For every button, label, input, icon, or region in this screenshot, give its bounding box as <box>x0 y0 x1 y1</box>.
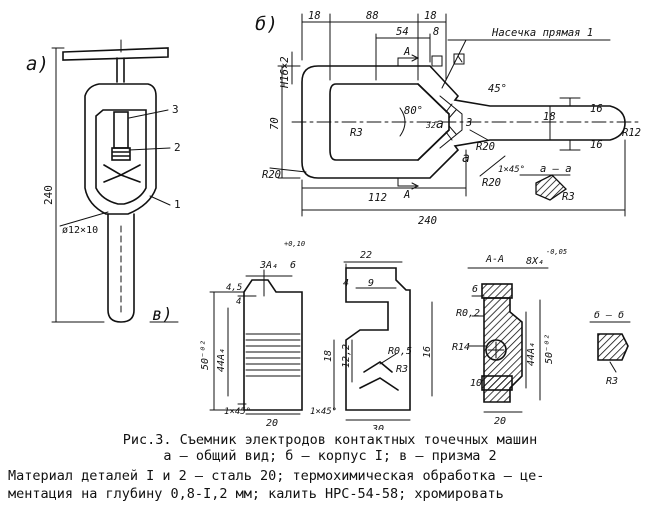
dim-r12: R12 <box>622 127 641 139</box>
dim-44-left: 44А₄ <box>216 348 227 372</box>
section-A-A-label: А-А <box>485 254 504 265</box>
dim-18-mid: 18 <box>323 350 334 362</box>
dim-r20-mid: R20 <box>476 141 495 153</box>
dim-4-5: 4,5 <box>226 283 242 293</box>
chamfer-mid: 1×45° <box>310 407 337 417</box>
dim-16-top: 16 <box>590 103 603 115</box>
dim-16-mid: 16 <box>422 346 433 358</box>
dim-16-bot: 16 <box>590 139 603 151</box>
section-b-b-label: б – б <box>594 309 624 321</box>
dim-r0-2: R0,2 <box>456 308 480 319</box>
dim-8: 8 <box>433 26 439 38</box>
dim-4-mid: 4 <box>343 278 349 289</box>
callout-2: 2 <box>174 141 181 154</box>
dim-12-2: 12,2 <box>341 344 352 368</box>
note-notch: Насечка прямая 1 <box>491 27 593 39</box>
dim-3a4: 3A₄ <box>259 260 278 271</box>
notes-line-1: Материал деталей I и 2 – сталь 20; термо… <box>8 468 545 484</box>
dim-50-left: 50⁻⁰² <box>200 340 211 370</box>
mark-A-bot: A <box>403 189 410 201</box>
figure-caption: Рис.3. Съемник электродов контактных точ… <box>0 432 660 464</box>
dim-22: 22 <box>360 250 372 261</box>
dim-18-left: 18 <box>308 10 321 22</box>
dim-8x4-tolerance: -0,05 <box>546 248 567 256</box>
section-a-a-radius: R3 <box>562 191 575 203</box>
dim-18-right: 18 <box>424 10 437 22</box>
chamfer-note: 1×45° <box>498 165 525 175</box>
view-b-annotations: 18 88 18 54 8 Н16×2 70 112 240 R3 R20 R2… <box>262 10 641 227</box>
dim-240-vertical: 240 <box>42 185 55 205</box>
view-a-general-view <box>51 39 179 323</box>
dim-9: 9 <box>368 278 374 289</box>
dim-44-section: 44А₄ <box>526 342 537 366</box>
dim-70: 70 <box>269 117 281 130</box>
dim-r3: R3 <box>350 127 363 139</box>
dim-18-right-end: 18 <box>543 111 556 123</box>
view-v-annotations: 3A₄ +0,10 6 4,5 4 50⁻⁰² 44А₄ 20 1×45° 1×… <box>200 240 624 430</box>
dim-r20-bot: R20 <box>482 177 501 189</box>
dim-54: 54 <box>396 26 409 38</box>
dim-30: 30 <box>371 424 384 430</box>
dim-3a4-tolerance: +0,10 <box>284 240 305 248</box>
dim-240: 240 <box>418 215 437 227</box>
mark-a-2: a <box>462 151 470 166</box>
dim-112: 112 <box>368 192 387 204</box>
material-notes: Материал деталей I и 2 – сталь 20; термо… <box>8 467 656 503</box>
view-b-body-drawing <box>269 13 641 217</box>
technical-drawing: а) б) в) 3 2 1 240 ø12×10 18 88 18 54 8 … <box>26 10 641 430</box>
dim-6-section: 6 <box>472 284 478 295</box>
view-b-label: б) <box>255 13 278 35</box>
dim-6: 6 <box>290 260 296 271</box>
view-a-annotations: 3 2 1 240 ø12×10 <box>42 103 181 236</box>
section-a-a-label: а – а <box>540 163 572 175</box>
callout-1: 1 <box>174 198 181 211</box>
dim-r3-mid: R3 <box>396 364 408 375</box>
angle-32: 32 <box>425 121 436 130</box>
mark-A-top: A <box>403 46 410 58</box>
angle-45: 45° <box>488 83 507 95</box>
dim-20-section: 20 <box>494 416 506 427</box>
callout-3: 3 <box>172 103 179 116</box>
dim-r0-5: R0,5 <box>388 346 412 357</box>
dim-8x4: 8X₄ <box>526 256 544 267</box>
dim-h16: Н16×2 <box>279 56 291 89</box>
notes-line-2: ментация на глубину 0,8-I,2 мм; калить Н… <box>8 486 504 502</box>
view-v-prism-drawings <box>209 261 631 421</box>
mark-a-1: a <box>436 117 444 132</box>
view-a-label: а) <box>26 53 49 75</box>
dim-50-section: 50⁻⁰² <box>544 334 555 364</box>
chamfer-left: 1×45° <box>224 407 251 417</box>
section-b-b-radius: R3 <box>606 376 618 387</box>
dim-r14: R14 <box>452 342 470 353</box>
dim-rod-diameter: ø12×10 <box>62 225 98 236</box>
dim-20-left: 20 <box>266 418 278 429</box>
angle-3: 3 <box>465 117 472 129</box>
dim-88: 88 <box>366 10 379 22</box>
dim-4: 4 <box>236 297 241 307</box>
caption-line-2: а – общий вид; б – корпус I; в – призма … <box>163 448 497 464</box>
dim-10: 10 <box>470 378 482 389</box>
caption-line-1: Рис.3. Съемник электродов контактных точ… <box>122 432 538 448</box>
angle-80: 80° <box>404 105 423 117</box>
view-v-label: в) <box>152 305 172 325</box>
dim-r20-left: R20 <box>262 169 281 181</box>
